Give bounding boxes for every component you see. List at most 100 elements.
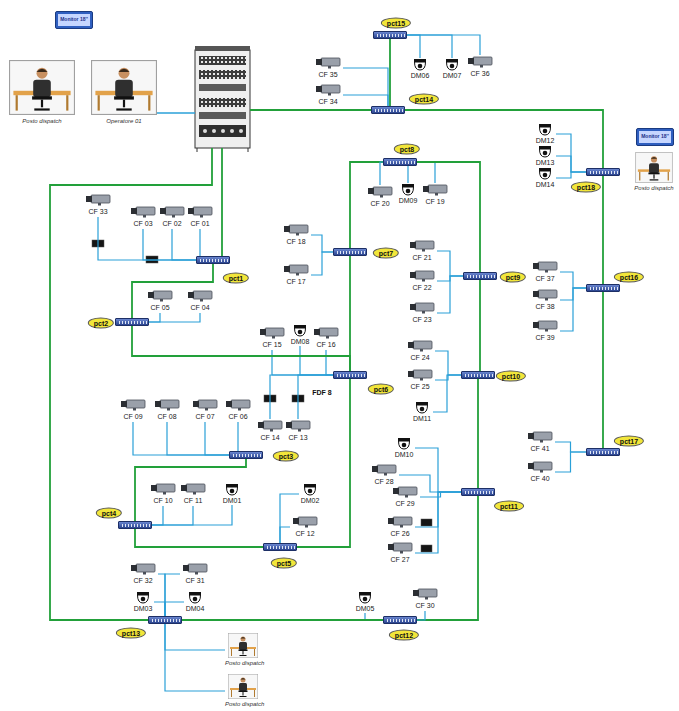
fixed-camera: CF 03 [128,205,158,229]
camera-label: CF 05 [150,303,169,312]
fiber-link [417,496,478,620]
cable-line [270,375,333,419]
cable-line [407,35,452,58]
camera-cable [365,613,383,620]
workstation: Posto dispatch [9,59,75,125]
camera-icon [130,205,156,218]
fiber-link [350,256,351,371]
camera-label: DM14 [536,180,555,189]
fixed-camera: CF 05 [145,289,175,313]
camera-icon [532,288,558,301]
fixed-camera: CF 24 [405,339,435,363]
cable-line [199,229,200,256]
cable-line [560,288,586,331]
fixed-camera: CF 28 [369,463,399,487]
camera-label: CF 09 [123,412,142,421]
switch-label: pct2 [88,318,114,329]
camera-cable [143,229,196,260]
cable-line [433,375,461,412]
camera-icon [315,56,341,69]
camera-icon [159,205,185,218]
cable-line [365,613,383,620]
camera-cable [435,351,461,375]
camera-label: CF 01 [190,219,209,228]
dome-camera: DM11 [411,401,433,423]
cable-line [407,166,408,183]
workstation-label: Operatore 01 [91,117,157,125]
switch-label: pct16 [614,272,644,283]
fiber-link [297,379,350,547]
camera-cable [415,448,461,492]
cable-line [311,252,333,275]
fixed-camera: CF 04 [185,289,215,313]
fixed-camera: CF 34 [313,83,343,107]
fiber-link [478,379,479,488]
cable-line [158,574,165,616]
cable-line [435,351,461,375]
dome-camera: DM04 [184,591,206,613]
fiber-link [603,176,604,284]
dome-camera-icon [539,145,552,158]
workstation-label: Posto dispatch [9,117,75,125]
dome-camera: DM01 [221,483,243,505]
switch-label: pct14 [409,94,439,105]
cable-line [297,379,350,547]
camera-cable [165,602,184,616]
network-switch: pct17 [586,448,620,456]
dome-camera-icon [539,167,552,180]
camera-cable [272,350,333,375]
camera-cable [407,35,420,58]
network-switch: pct15 [373,31,407,39]
cable-line [437,276,463,313]
fixed-camera: CF 39 [530,319,560,343]
cable-line [149,313,200,322]
camera-cable [555,452,586,472]
cable-line [389,39,391,106]
camera-cable [556,156,586,172]
camera-cable [158,574,165,616]
cable-line [149,313,160,322]
cable-line [560,272,586,288]
cable-line [132,264,213,318]
cable-line [420,492,461,497]
cable-line [152,506,163,525]
cable-line [298,375,333,419]
rack-power [199,125,246,137]
switch-label: pct18 [571,182,601,193]
switch-label: pct3 [273,451,299,462]
camera-cable [407,35,452,58]
workstation-icon [225,633,261,658]
camera-cable [133,422,229,455]
switch-label: pct13 [116,628,146,639]
rack-foot [248,148,249,152]
network-switch: pct4 [118,521,152,529]
switch-label: pct1 [223,273,249,284]
fiber-link [480,280,481,371]
cable-line [407,35,480,55]
cable-line [182,619,383,621]
fixed-camera: CF 35 [313,56,343,80]
camera-icon [409,239,435,252]
fixed-camera: CF 10 [148,482,178,506]
dome-camera: DM06 [409,58,431,80]
camera-cable [435,375,461,380]
camera-icon [120,398,146,411]
camera-cable [298,375,333,419]
network-switch: pct12 [383,616,417,624]
camera-icon [180,482,206,495]
camera-cable [555,442,586,452]
cable-line [602,292,604,448]
camera-icon [387,541,413,554]
fiber-link [135,529,263,547]
cable-line [343,68,388,106]
camera-cable [420,492,461,497]
camera-cable [165,574,180,616]
monitor-label: Monitor 18'' [639,131,671,143]
camera-icon [257,419,283,432]
camera-icon [147,289,173,302]
camera-cable [152,505,232,525]
cable-line [417,611,425,620]
cable-line [98,217,196,260]
workstation-label: Posto dispatch [225,700,261,708]
camera-label: CF 16 [316,340,335,349]
